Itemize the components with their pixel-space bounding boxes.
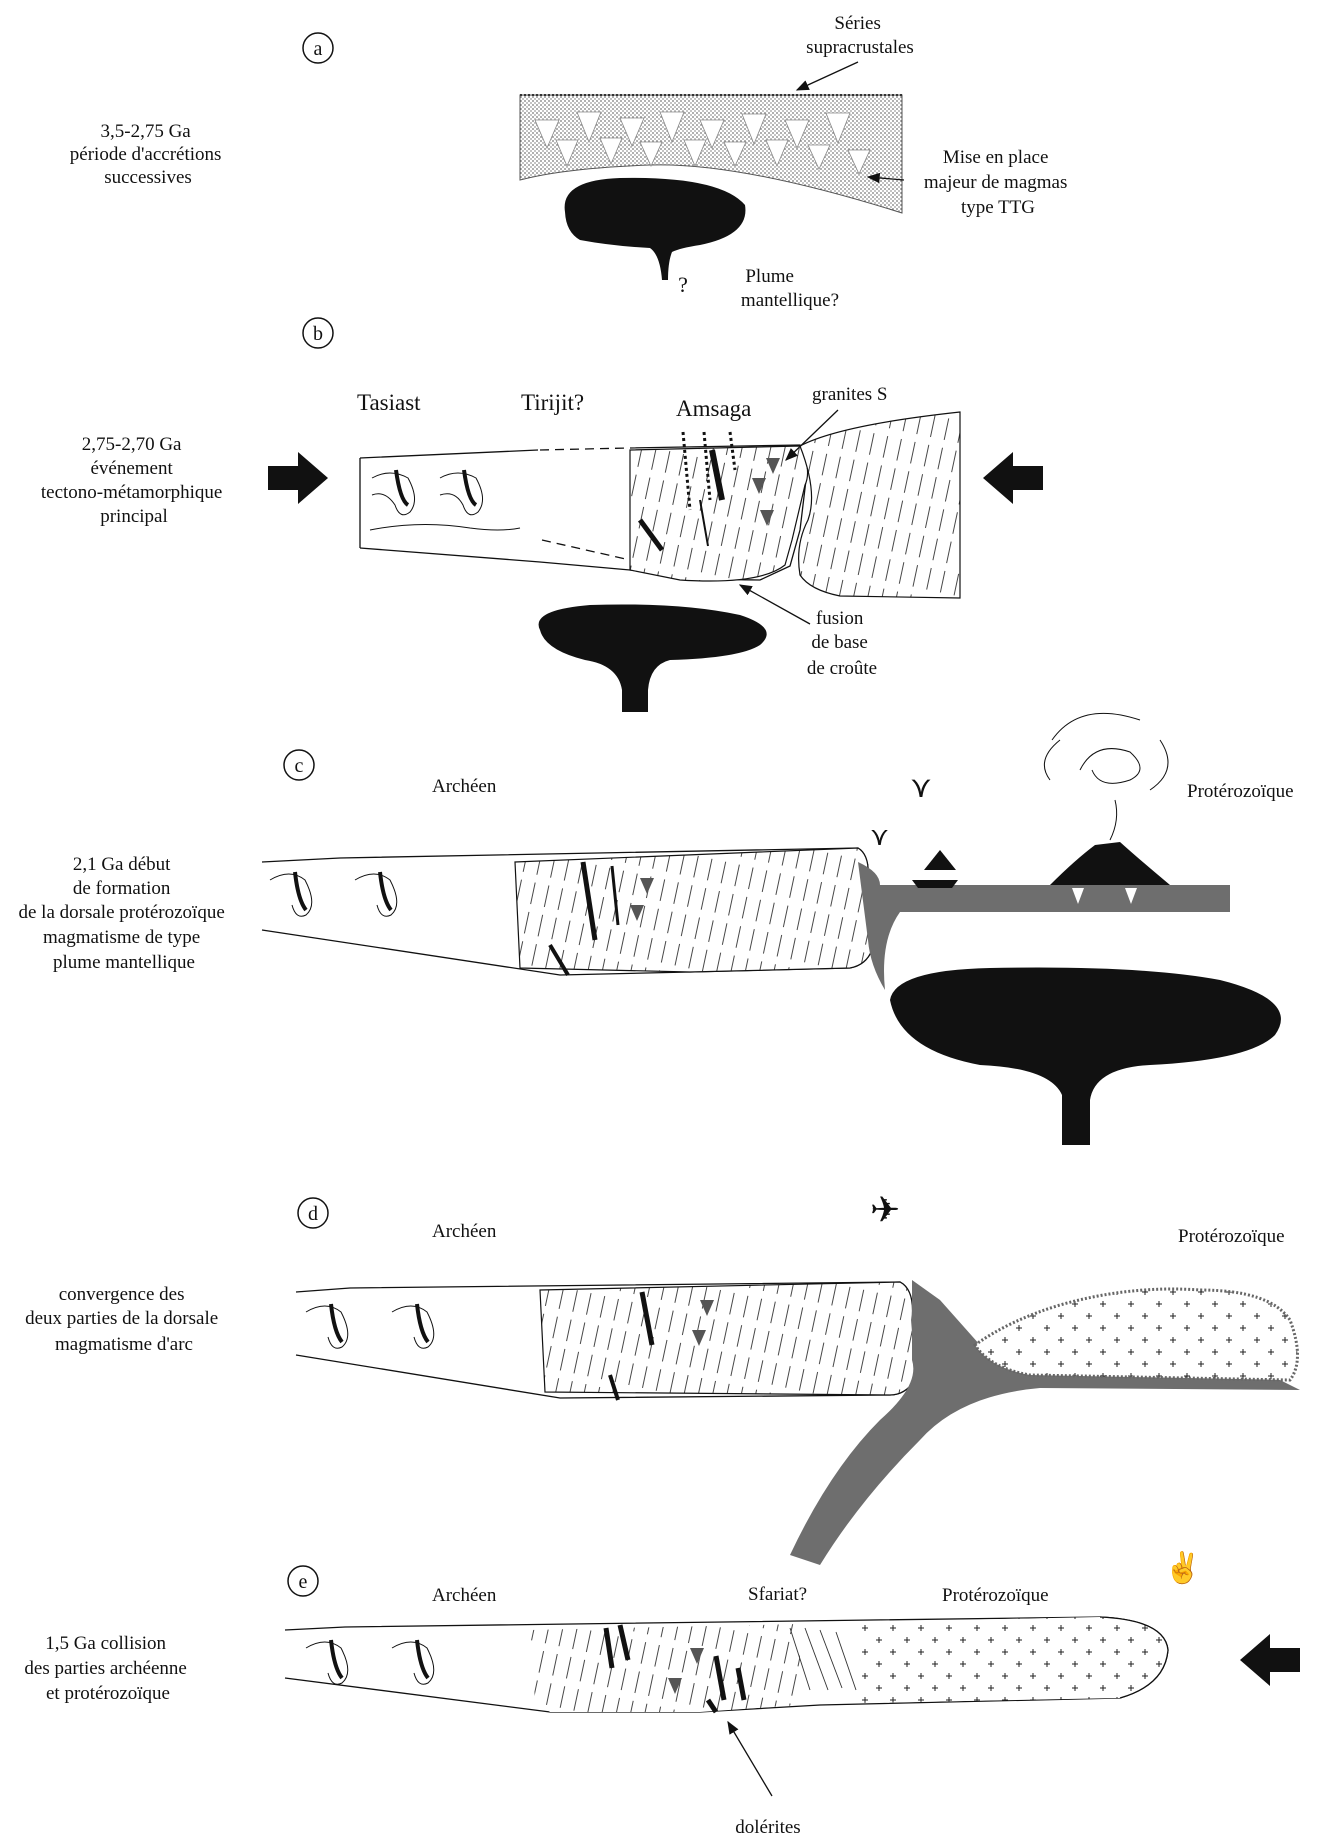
fusion-label: fusion de base de croûte	[807, 608, 877, 679]
panel-a-caption: 3,5-2,75 Ga période d'accrétions success…	[70, 121, 226, 188]
ridge-volcano	[1050, 842, 1170, 885]
eastern-block	[799, 412, 960, 598]
left-compression-arrow	[268, 452, 328, 504]
supracrustal-arrow	[797, 62, 858, 90]
panel-e-caption: 1,5 Ga collision des parties archéenne e…	[24, 1633, 191, 1704]
bird-icon-1: ⋎	[870, 822, 889, 851]
supracrustal-label: Séries supracrustales	[806, 13, 914, 58]
proterozoic-arc	[975, 1289, 1298, 1380]
plume-label: Plume mantellique?	[741, 266, 839, 311]
panel-a-letter: a	[314, 38, 323, 60]
proterozoic-label-e: Protérozoïque	[942, 1585, 1049, 1606]
mantle-plume-b	[539, 604, 767, 712]
tasiast-greenstone-synforms	[370, 470, 520, 530]
panel-b-caption: 2,75-2,70 Ga événement tectono-métamorph…	[41, 434, 227, 527]
tirijit-label: Tirijit?	[521, 390, 584, 415]
panel-d: d convergence des deux parties de la dor…	[25, 1190, 1300, 1565]
amsaga-label: Amsaga	[676, 396, 751, 421]
proterozoic-domain-e	[860, 1617, 1168, 1703]
panel-c-caption: 2,1 Ga début de formation de la dorsale …	[18, 854, 229, 973]
panel-b: b 2,75-2,70 Ga événement tectono-métamor…	[41, 318, 1043, 712]
dolerites-label: dolérites	[735, 1817, 800, 1838]
victory-hand-icon: ✌	[1164, 1549, 1201, 1586]
amsaga-block	[630, 446, 808, 581]
seamount-triangle	[924, 850, 956, 870]
plume-question: ?	[678, 272, 688, 297]
granites-label: granites S	[812, 384, 887, 405]
smoke-plume-icon	[1044, 713, 1168, 840]
mantle-plume-head	[565, 178, 746, 280]
panel-b-letter: b	[313, 323, 323, 345]
dolerites-arrow	[728, 1722, 772, 1796]
panel-e-letter: e	[299, 1571, 308, 1593]
archean-label-c: Archéen	[432, 776, 497, 797]
bird-icon-2: ⋎	[910, 771, 932, 804]
airplane-icon: ✈	[870, 1190, 900, 1230]
archean-label-e: Archéen	[432, 1585, 497, 1606]
panel-a: a 3,5-2,75 Ga période d'accrétions succe…	[70, 13, 1072, 311]
proterozoic-label-d: Protérozoïque	[1178, 1226, 1285, 1247]
right-compression-arrow	[983, 452, 1043, 504]
mantle-plume-c	[890, 968, 1281, 1146]
compression-arrow-e	[1240, 1634, 1300, 1686]
panel-e: e 1,5 Ga collision des parties archéenne…	[24, 1549, 1300, 1838]
panel-c-letter: c	[295, 755, 304, 777]
seamount-base	[912, 880, 958, 888]
proterozoic-label-c: Protérozoïque	[1187, 781, 1294, 802]
tasiast-label: Tasiast	[357, 390, 421, 415]
fusion-arrow	[740, 585, 810, 624]
panel-d-letter: d	[308, 1203, 318, 1225]
sfariat-label: Sfariat?	[748, 1584, 807, 1605]
panel-d-caption: convergence des deux parties de la dorsa…	[25, 1284, 223, 1355]
panel-c: c 2,1 Ga début de formation de la dorsal…	[18, 713, 1293, 1145]
ttg-label: Mise en place majeur de magmas type TTG	[924, 147, 1072, 218]
archean-label-d: Archéen	[432, 1221, 497, 1242]
